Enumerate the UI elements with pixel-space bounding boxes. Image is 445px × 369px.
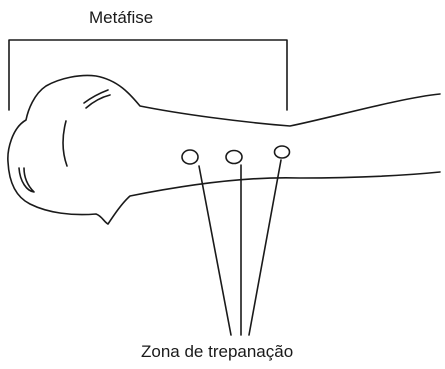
trephination-zone-label: Zona de trepanação xyxy=(141,342,293,362)
trephination-hole-3 xyxy=(275,146,290,158)
leader-line-1 xyxy=(199,166,231,335)
articular-notch xyxy=(19,168,34,192)
leader-line-3 xyxy=(249,160,281,335)
condyle-contour xyxy=(63,121,67,166)
metaphysis-bracket xyxy=(9,40,287,110)
trephination-hole-2 xyxy=(226,151,242,164)
trephination-hole-1 xyxy=(182,150,198,164)
epiphysis-ridge-2 xyxy=(86,95,110,108)
bone-outline xyxy=(8,75,440,224)
